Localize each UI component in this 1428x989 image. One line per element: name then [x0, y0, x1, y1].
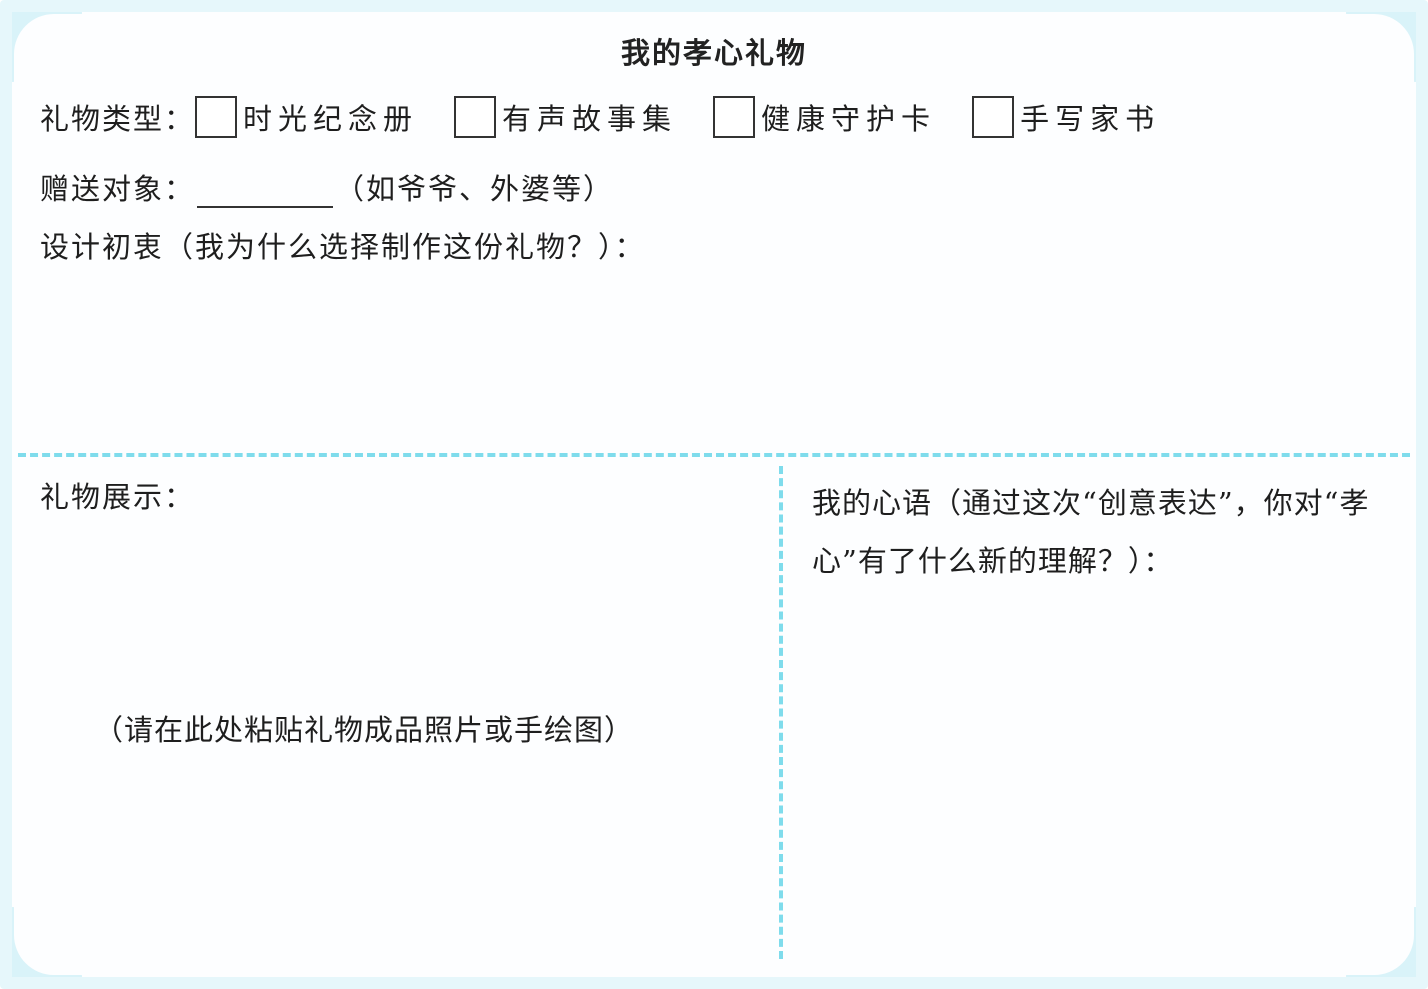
- gift-option-album[interactable]: 时光纪念册: [195, 96, 454, 138]
- gift-option-label: 手写家书: [1020, 102, 1161, 136]
- gift-option-label: 时光纪念册: [243, 102, 419, 136]
- gift-type-row: 礼物类型： 时光纪念册 有声故事集 健康守护卡 手写家书: [40, 96, 1196, 138]
- paste-hint: （请在此处粘贴礼物成品照片或手绘图）: [94, 713, 635, 747]
- showcase-label: 礼物展示：: [40, 480, 196, 514]
- gift-option-label: 健康守护卡: [761, 102, 937, 136]
- card-body: [14, 14, 1414, 975]
- checkbox[interactable]: [972, 96, 1015, 138]
- design-intent-prompt: 设计初衷（我为什么选择制作这份礼物？）：: [40, 230, 646, 264]
- heart-words-prompt: 我的心语（通过这次“创意表达”，你对“孝心”有了什么新的理解？）：: [812, 486, 1370, 578]
- page-title: 我的孝心礼物: [620, 36, 807, 70]
- gift-option-audio-stories[interactable]: 有声故事集: [454, 96, 713, 138]
- recipient-label: 赠送对象：: [40, 172, 196, 206]
- gift-type-label: 礼物类型：: [40, 102, 196, 136]
- vertical-divider: [779, 466, 783, 959]
- checkbox[interactable]: [454, 96, 497, 138]
- gift-option-health-card[interactable]: 健康守护卡: [713, 96, 972, 138]
- gift-option-letter[interactable]: 手写家书: [972, 96, 1196, 138]
- recipient-row: 赠送对象： （如爷爷、外婆等）: [40, 166, 614, 208]
- checkbox[interactable]: [195, 96, 238, 138]
- checkbox[interactable]: [713, 96, 756, 138]
- recipient-hint: （如爷爷、外婆等）: [335, 172, 615, 206]
- horizontal-divider: [18, 453, 1410, 457]
- gift-option-label: 有声故事集: [502, 102, 678, 136]
- recipient-blank[interactable]: [197, 172, 334, 208]
